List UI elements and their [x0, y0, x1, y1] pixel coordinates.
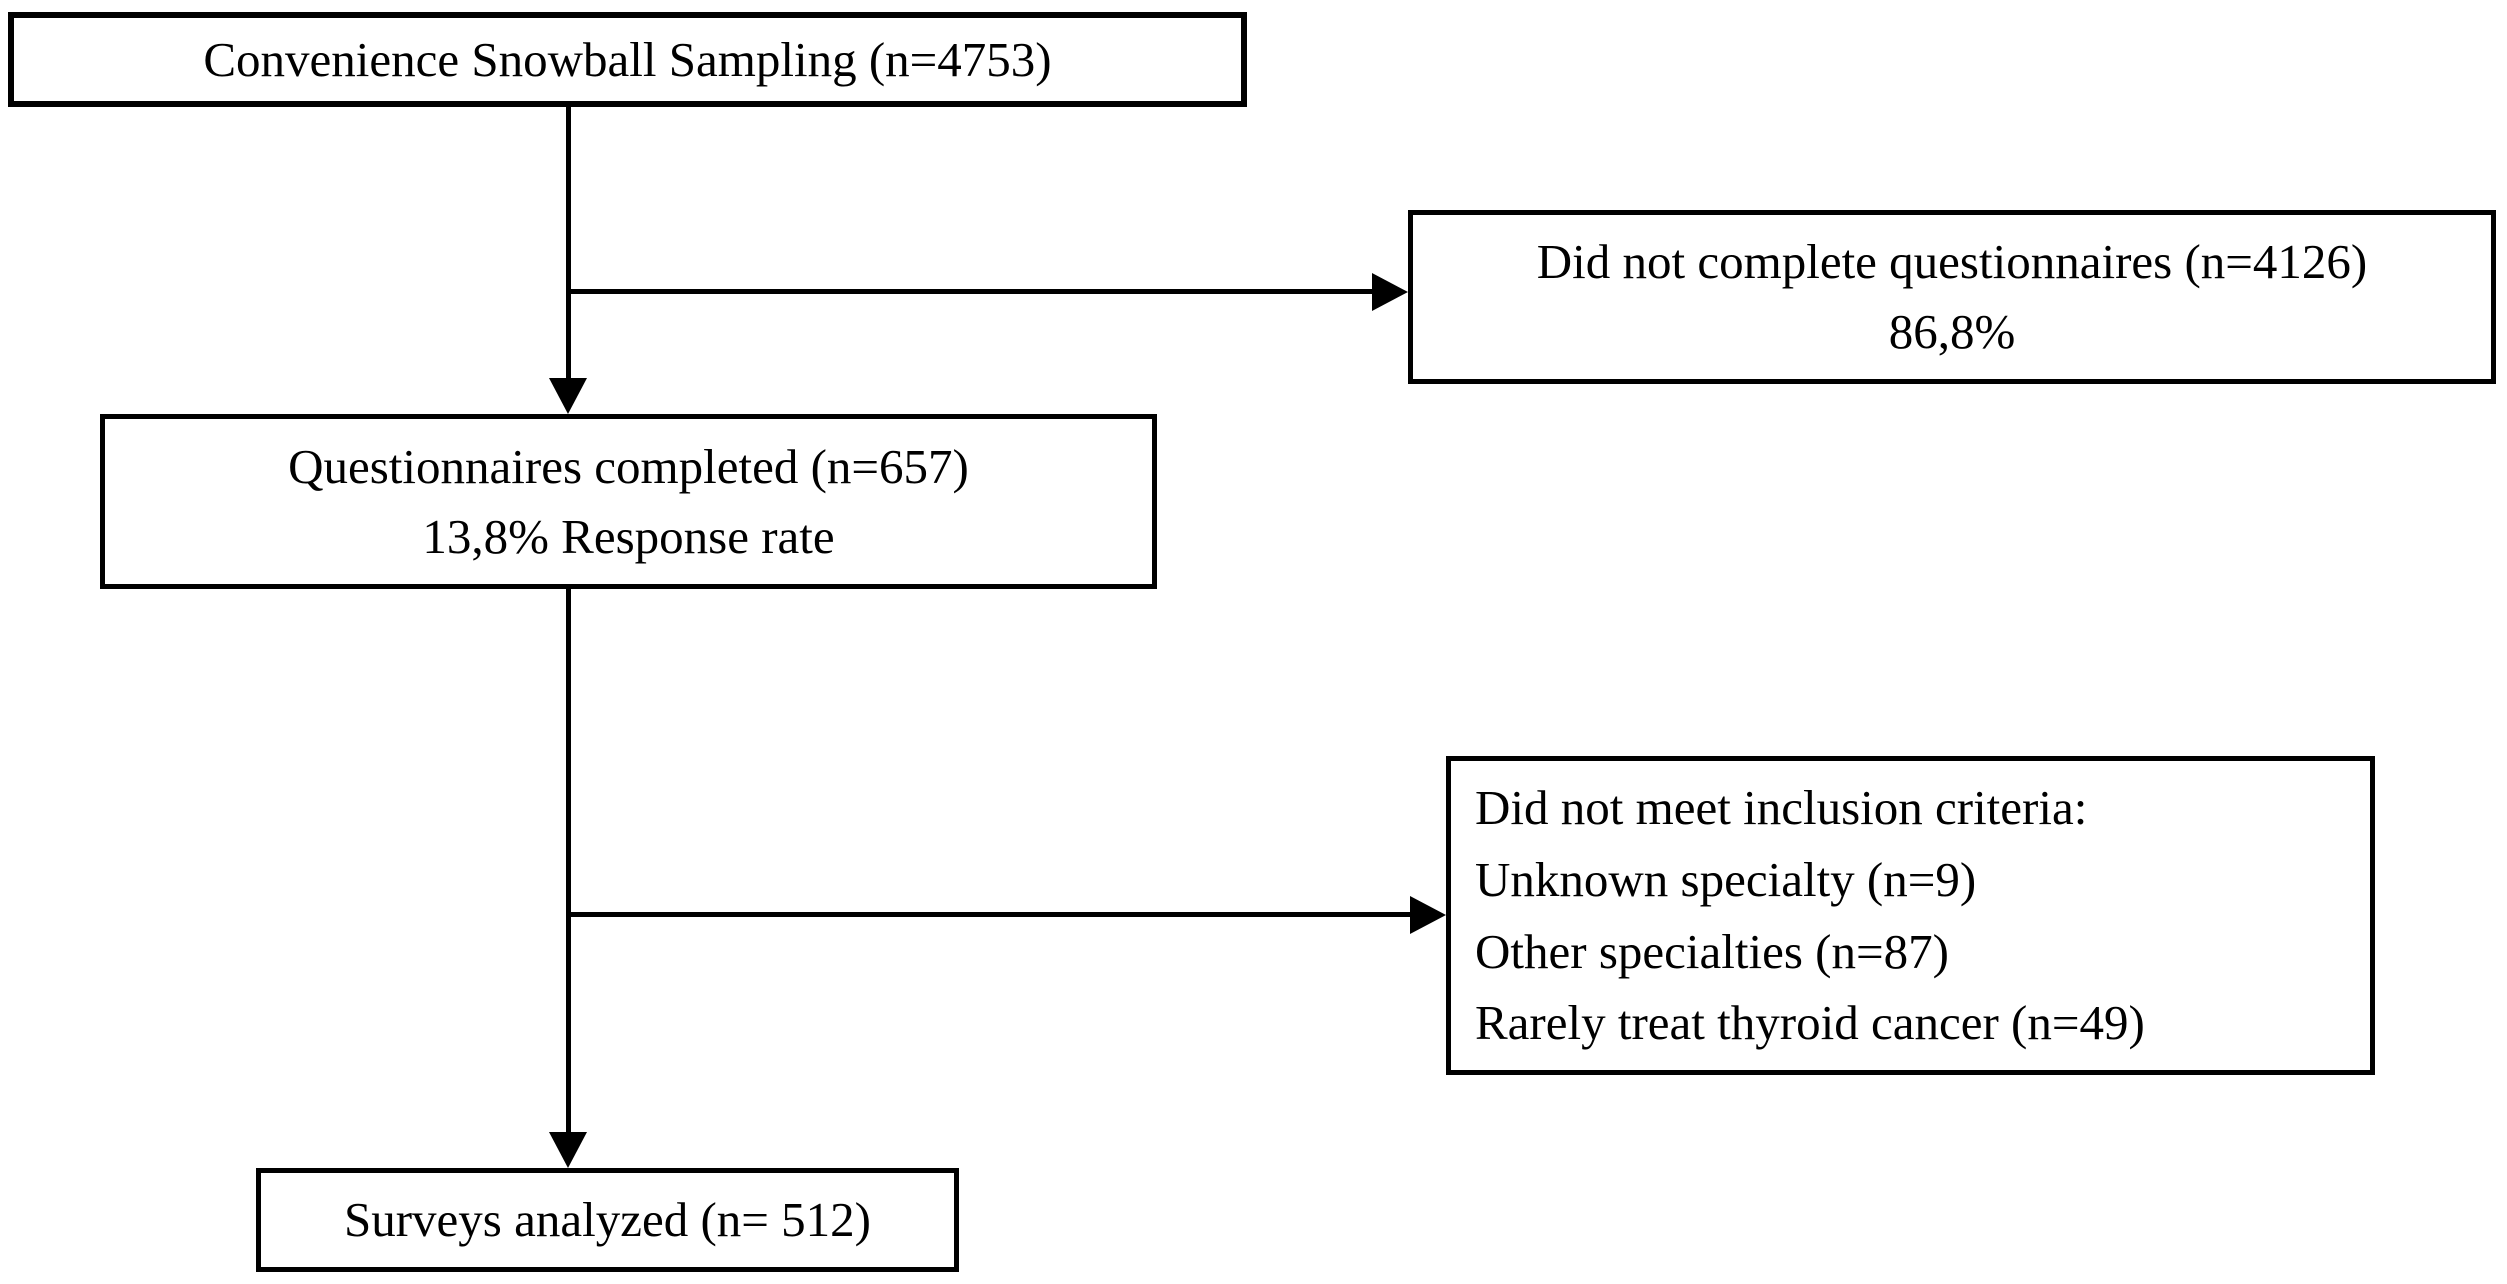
connector-vertical-top — [566, 106, 571, 380]
connector-branch-excluded — [566, 912, 1412, 917]
box-did-not-meet-inclusion-criteria: Did not meet inclusion criteria: Unknown… — [1446, 756, 2375, 1075]
box-not-completed-line1: Did not complete questionnaires (n=4126) — [1536, 234, 2368, 290]
box-excluded-other-specialties: Other specialties (n=87) — [1475, 923, 1949, 979]
box-excluded-unknown-specialty: Unknown specialty (n=9) — [1475, 851, 1977, 907]
connector-vertical-bottom — [566, 588, 571, 1134]
box-completed-line1: Questionnaires completed (n=657) — [288, 438, 969, 494]
box-excluded-rarely-treat: Rarely treat thyroid cancer (n=49) — [1475, 995, 2145, 1051]
box-analyzed-label: Surveys analyzed (n= 512) — [343, 1192, 871, 1248]
arrow-down-icon — [549, 378, 587, 414]
box-did-not-complete-questionnaires: Did not complete questionnaires (n=4126)… — [1408, 210, 2496, 384]
arrow-right-icon — [1410, 896, 1446, 934]
box-not-completed-percentage: 86,8% — [1888, 304, 2016, 359]
arrow-right-icon — [1372, 273, 1408, 311]
box-convenience-snowball-sampling: Convenience Snowball Sampling (n=4753) — [8, 12, 1247, 107]
box-sampling-label: Convenience Snowball Sampling (n=4753) — [203, 31, 1052, 87]
box-completed-response-rate: 13,8% Response rate — [422, 508, 835, 564]
box-questionnaires-completed: Questionnaires completed (n=657) 13,8% R… — [100, 414, 1157, 589]
connector-branch-not-completed — [566, 289, 1374, 294]
arrow-down-icon — [549, 1132, 587, 1168]
box-excluded-heading: Did not meet inclusion criteria: — [1475, 780, 2088, 836]
box-surveys-analyzed: Surveys analyzed (n= 512) — [256, 1168, 959, 1272]
